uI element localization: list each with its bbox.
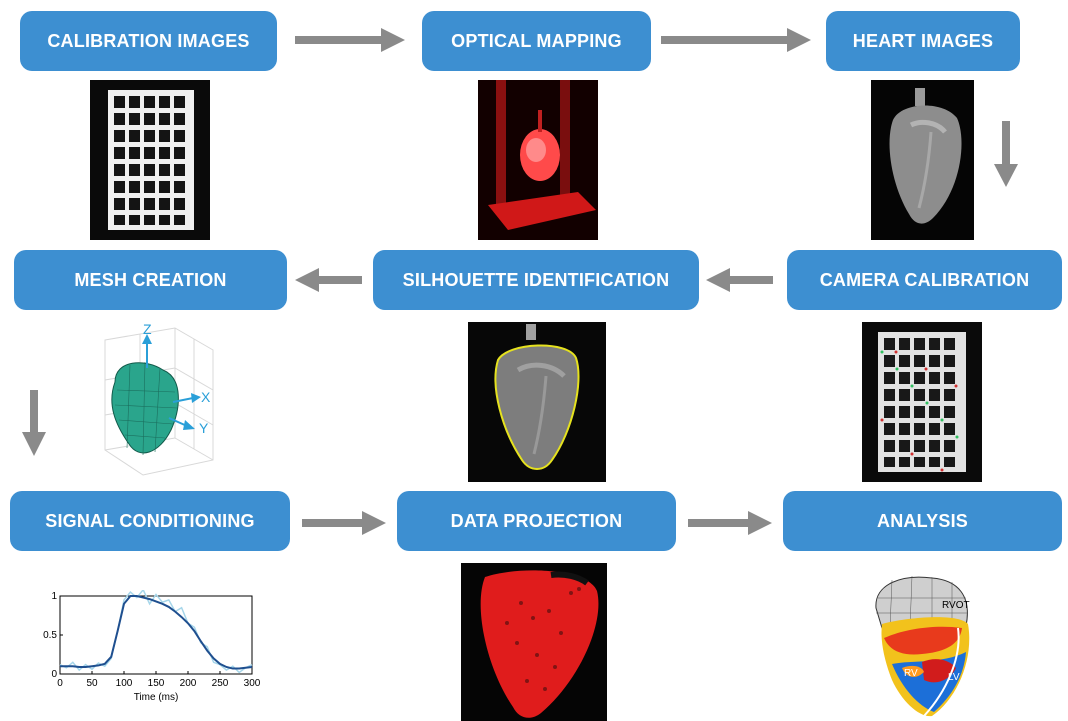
y-tick-label: 1	[51, 591, 57, 602]
step-heart-images: HEART IMAGES	[826, 11, 1020, 71]
step-analysis: ANALYSIS	[783, 491, 1062, 551]
step-signal-conditioning: SIGNAL CONDITIONING	[10, 491, 290, 551]
x-tick-label: 300	[244, 678, 261, 689]
x-tick-label: 100	[116, 678, 133, 689]
calibration-cage-graphic	[90, 80, 210, 240]
step-camera-calibration: CAMERA CALIBRATION	[787, 250, 1062, 310]
arrow-left-icon	[706, 268, 773, 292]
step-calibration-images: CALIBRATION IMAGES	[20, 11, 277, 71]
arrow-down-icon	[22, 390, 46, 456]
arrow-right-icon	[295, 28, 405, 52]
data-projection-graphic	[461, 563, 607, 721]
axis-y-label: Y	[199, 420, 209, 436]
chart-frame	[59, 595, 253, 675]
y-tick-label: 0	[51, 669, 57, 680]
step-silhouette-identification: SILHOUETTE IDENTIFICATION	[373, 250, 699, 310]
mesh-3d-graphic: Z X Y	[104, 321, 214, 476]
rv-label: RV	[904, 668, 918, 679]
calibration-cage-image	[90, 80, 210, 240]
silhouette-image	[468, 322, 606, 482]
camera-calibration-image	[862, 322, 982, 482]
arrow-right-icon	[688, 511, 772, 535]
step-data-projection: DATA PROJECTION	[397, 491, 676, 551]
x-tick-label: 250	[212, 678, 229, 689]
optical-mapping-image	[478, 80, 598, 240]
x-tick-label: 200	[180, 678, 197, 689]
signal-chart: 0 50 100 150 200 250 300 0 0.5 1 Time (ms)	[43, 590, 261, 703]
x-tick-label: 0	[57, 678, 63, 689]
axis-z-label: Z	[143, 321, 152, 337]
signal-series-1-line	[60, 595, 253, 670]
data-projection-image	[461, 563, 607, 721]
y-tick-label: 0.5	[43, 630, 57, 641]
step-mesh-creation: MESH CREATION	[14, 250, 287, 310]
optical-mapping-graphic	[478, 80, 598, 240]
silhouette-graphic	[468, 322, 606, 482]
step-optical-mapping: OPTICAL MAPPING	[422, 11, 651, 71]
lv-label: LV	[948, 672, 960, 683]
arrow-left-icon	[295, 268, 362, 292]
x-tick-label: 50	[86, 678, 98, 689]
rvot-label: RVOT	[942, 600, 970, 611]
heart-image	[871, 80, 974, 240]
arrow-right-icon	[302, 511, 386, 535]
camera-calibration-graphic	[862, 322, 982, 482]
arrow-down-icon	[994, 121, 1018, 187]
x-tick-label: 150	[148, 678, 165, 689]
analysis-heart-map: RVOT RV LV	[875, 575, 970, 717]
arrow-right-icon	[661, 28, 811, 52]
x-axis-label: Time (ms)	[134, 692, 179, 703]
axis-x-label: X	[201, 389, 211, 405]
heart-graphic	[871, 80, 974, 240]
